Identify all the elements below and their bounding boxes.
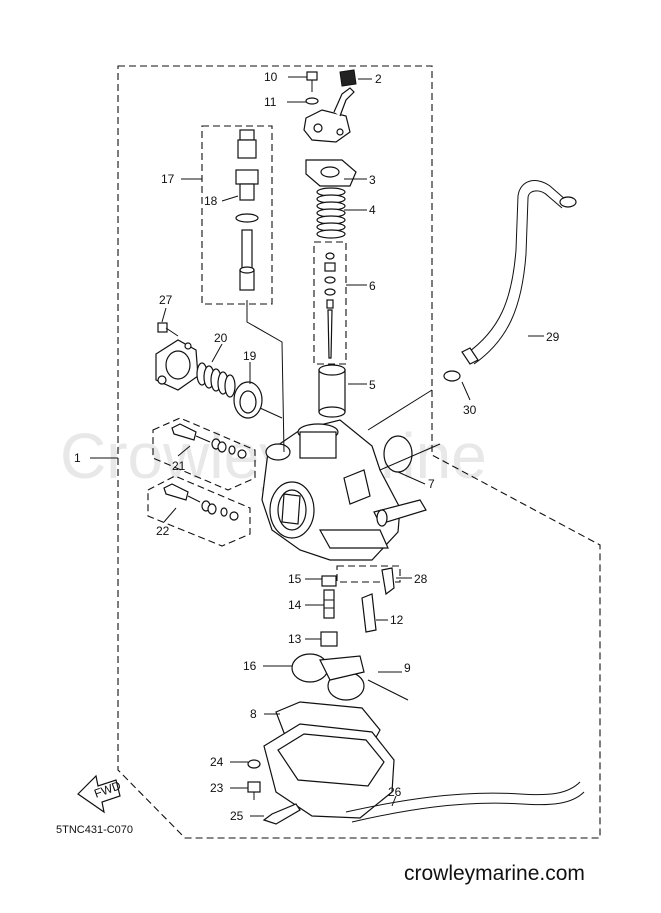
callout-7: 7 — [428, 477, 435, 491]
callout-15: 15 — [288, 572, 302, 586]
pilot-screw-part-18 — [235, 129, 259, 291]
hose-part-29 — [461, 180, 577, 365]
o-ring-guide-line-2 — [379, 443, 441, 471]
callout-14: 14 — [288, 598, 302, 612]
website-url: crowleymarine.com — [404, 862, 585, 885]
callout-labels: 1 2 3 4 5 6 7 8 9 10 11 12 13 14 15 16 1… — [74, 70, 560, 823]
callout-18: 18 — [204, 194, 218, 208]
callout-25: 25 — [230, 809, 244, 823]
pilot-guide-line — [246, 300, 285, 453]
callout-8: 8 — [250, 707, 257, 721]
callout-5: 5 — [369, 378, 376, 392]
callout-21: 21 — [172, 459, 186, 473]
o-ring-guide-line — [367, 389, 433, 431]
jet-group-boundary — [336, 565, 401, 583]
screw-part-23 — [247, 781, 261, 800]
callout-11: 11 — [264, 95, 277, 109]
washer-part-24 — [247, 759, 261, 769]
needle-valve-part-28 — [381, 567, 395, 596]
callout-1: 1 — [74, 451, 81, 465]
pilot-screw-part-21 — [171, 423, 247, 459]
callout-17: 17 — [161, 172, 175, 186]
spring-part-20 — [196, 362, 236, 398]
forward-direction-arrow-icon: FWD — [77, 774, 123, 814]
spring-part-4 — [316, 187, 346, 239]
screw-set-22-boundary — [147, 475, 251, 547]
callout-26: 26 — [388, 785, 402, 799]
diaphragm-cover — [155, 339, 199, 391]
callout-28: 28 — [414, 572, 428, 586]
pilot-screw-set-boundary — [201, 125, 273, 305]
callout-30: 30 — [463, 403, 477, 417]
assembly-boundary — [117, 65, 601, 839]
float-pin-part-9 — [367, 679, 409, 701]
callout-20: 20 — [214, 331, 228, 345]
callout-24: 24 — [210, 755, 224, 769]
callout-19: 19 — [243, 349, 257, 363]
screw-part-27 — [157, 322, 179, 337]
carburetor-body — [261, 419, 427, 561]
float-bowl — [263, 723, 395, 819]
leader-lines — [90, 76, 544, 817]
callout-2: 2 — [375, 72, 382, 86]
screw-part-22 — [163, 483, 239, 521]
clip-part-30 — [443, 370, 461, 382]
callout-13: 13 — [288, 632, 302, 646]
callout-27: 27 — [159, 293, 173, 307]
diaphragm-part-19 — [233, 381, 283, 419]
callout-12: 12 — [390, 613, 404, 627]
callout-9: 9 — [404, 661, 411, 675]
cap-nut-part-2 — [339, 69, 357, 87]
main-jet-part-15 — [321, 575, 337, 587]
screw-part-25 — [262, 803, 301, 825]
callout-16: 16 — [243, 659, 257, 673]
drain-hose-part-26 — [345, 781, 585, 823]
throttle-valve-part-5 — [318, 364, 346, 418]
callout-6: 6 — [369, 279, 376, 293]
callout-10: 10 — [264, 70, 278, 84]
drawing-code: 5TNC431-C070 — [56, 824, 133, 836]
needle-jet-part-14 — [323, 589, 335, 619]
callout-3: 3 — [369, 173, 376, 187]
callout-4: 4 — [369, 203, 376, 217]
callout-29: 29 — [546, 330, 560, 344]
float-part-16 — [291, 653, 365, 701]
pilot-jet-part-12 — [361, 593, 377, 633]
washer-part-11 — [305, 97, 319, 105]
screw-part-10 — [306, 71, 318, 92]
needle-set-boundary — [313, 241, 347, 365]
callout-23: 23 — [210, 781, 224, 795]
carburetor-top-cap — [303, 87, 355, 143]
plate-hole — [320, 166, 340, 178]
callout-22: 22 — [156, 524, 170, 538]
jet-holder-part-13 — [320, 631, 338, 647]
jet-needle-part-6 — [324, 252, 336, 359]
